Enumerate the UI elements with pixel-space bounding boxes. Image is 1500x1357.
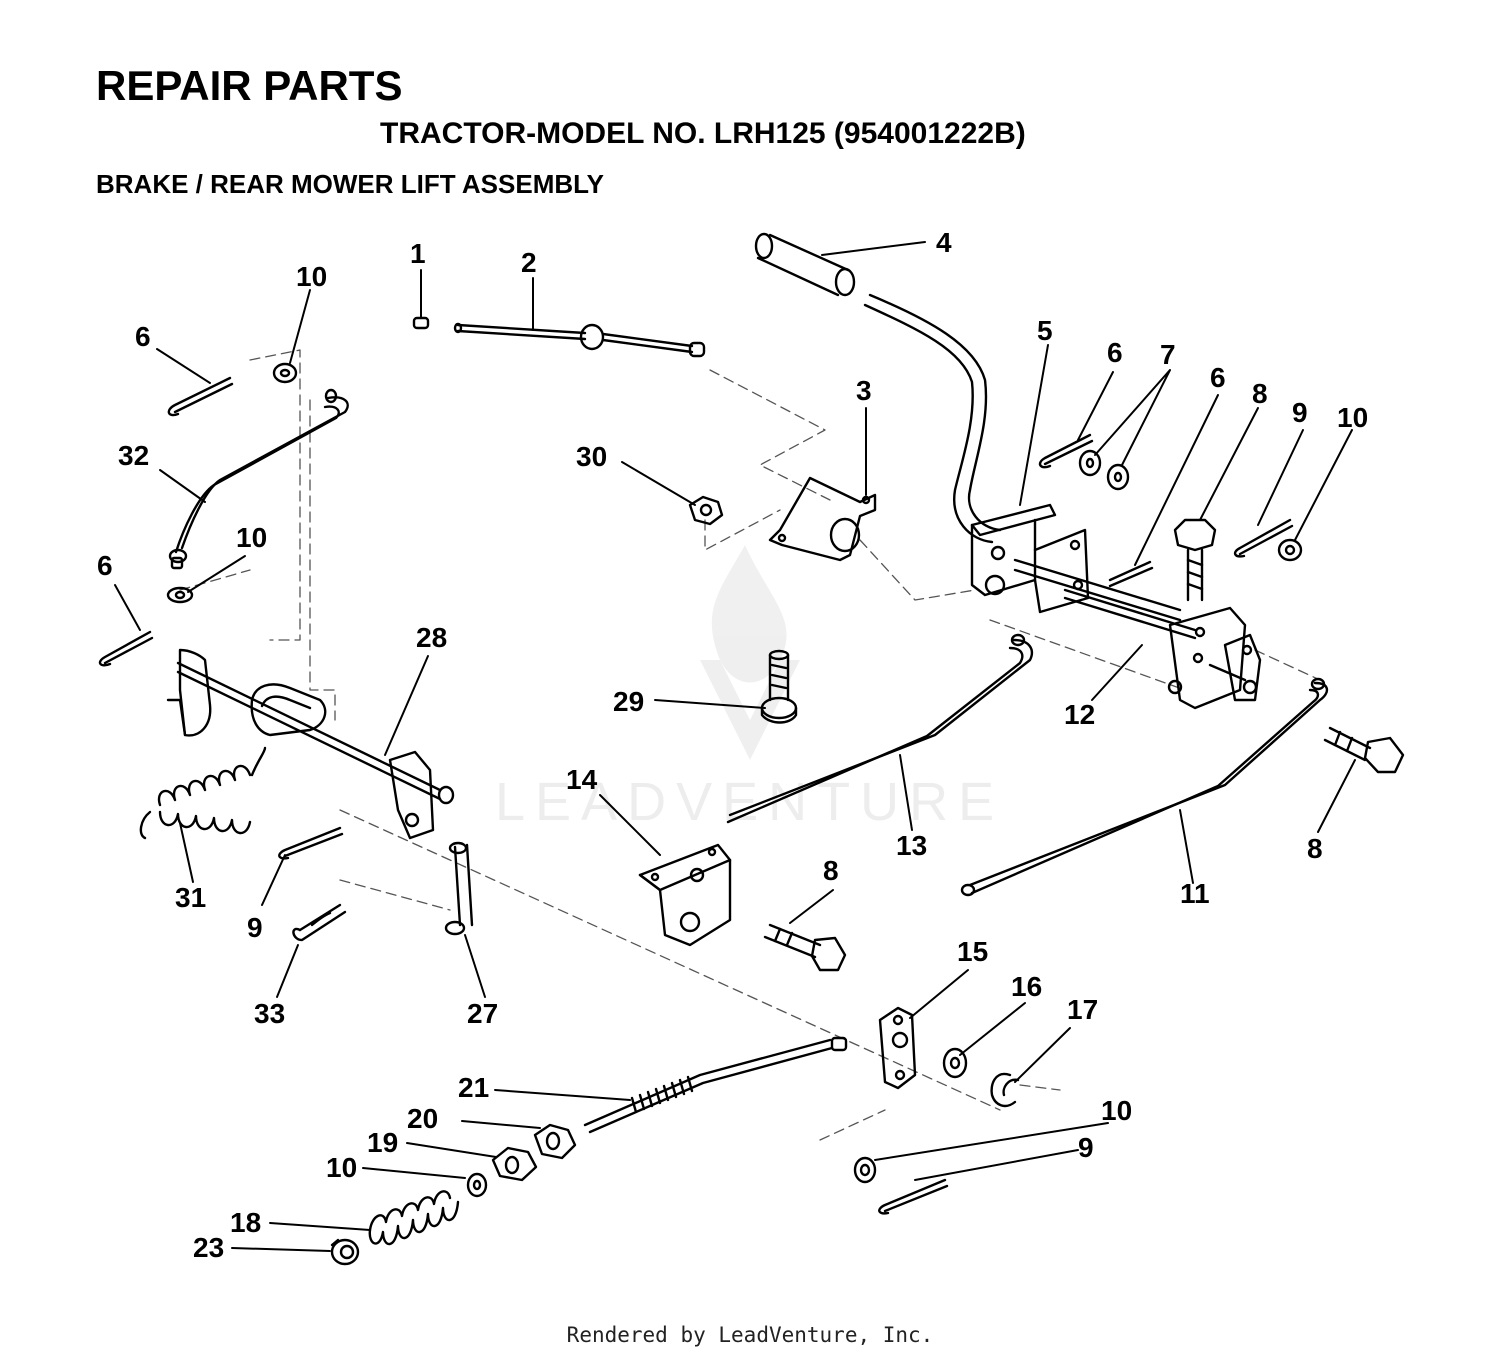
- callout-6: 6: [97, 550, 113, 581]
- part-23-bushing: [330, 1238, 360, 1266]
- part-18-spring: [368, 1190, 460, 1246]
- callout-9: 9: [1292, 397, 1308, 428]
- callout-31: 31: [175, 882, 206, 913]
- part-27-link: [444, 841, 474, 936]
- model-number: TRACTOR-MODEL NO. LRH125 (954001222B): [380, 117, 1026, 150]
- callout-9: 9: [1078, 1132, 1094, 1163]
- part-19-nut: [491, 1146, 538, 1182]
- callout-2: 2: [521, 247, 537, 278]
- part-32-rod: [168, 388, 349, 570]
- callout-19: 19: [367, 1127, 398, 1158]
- assembly-guide-lines: [179, 349, 1321, 1141]
- lift-handle: [863, 293, 1002, 544]
- part-31-spring: [139, 746, 267, 840]
- part-5-bracket-assembly: [970, 503, 1182, 622]
- callout-3: 3: [856, 375, 872, 406]
- callout-8: 8: [1252, 378, 1268, 409]
- callout-29: 29: [613, 686, 644, 717]
- callout-14: 14: [566, 764, 598, 795]
- callout-30: 30: [576, 441, 607, 472]
- callout-21: 21: [458, 1072, 489, 1103]
- part-28-lift-shaft: [166, 648, 455, 840]
- callout-13: 13: [896, 830, 927, 861]
- part-9-cotter-pins: [278, 518, 1294, 1215]
- callout-10: 10: [236, 522, 267, 553]
- callout-10: 10: [1337, 402, 1368, 433]
- part-21-threaded-rod: [583, 1036, 848, 1134]
- callout-12: 12: [1064, 699, 1095, 730]
- part-16-washer: [942, 1047, 968, 1079]
- callout-9: 9: [247, 912, 263, 943]
- callout-6: 6: [1107, 337, 1123, 368]
- callout-27: 27: [467, 998, 498, 1029]
- callout-8: 8: [823, 855, 839, 886]
- part-2-rod: [453, 322, 706, 358]
- callout-5: 5: [1037, 315, 1053, 346]
- callout-10: 10: [326, 1152, 357, 1183]
- callout-17: 17: [1067, 994, 1098, 1025]
- footer-credit: Rendered by LeadVenture, Inc.: [566, 1323, 934, 1347]
- callout-33: 33: [254, 998, 285, 1029]
- assembly-name: BRAKE / REAR MOWER LIFT ASSEMBLY: [96, 169, 604, 199]
- page-title: REPAIR PARTS: [96, 62, 403, 109]
- part-7-washers: [1078, 449, 1130, 491]
- callout-32: 32: [118, 440, 149, 471]
- part-10-washers: [166, 362, 1303, 1198]
- callout-20: 20: [407, 1103, 438, 1134]
- callout-4: 4: [936, 227, 952, 258]
- part-6-cotter-pins: [98, 376, 1154, 667]
- callout-labels: 1 2 4 10 6 5 6 7 3 6 8 9 10 32 30 10 6 2…: [97, 227, 1368, 1263]
- callout-leader-lines: [114, 241, 1356, 1252]
- part-4-grip: [754, 232, 856, 297]
- callout-10: 10: [1101, 1095, 1132, 1126]
- part-12-shaft-bracket: [1063, 588, 1262, 710]
- callout-23: 23: [193, 1232, 224, 1263]
- part-14-bracket: [638, 843, 732, 947]
- callout-6: 6: [1210, 362, 1226, 393]
- part-3-bracket: [768, 476, 877, 562]
- callout-7: 7: [1160, 339, 1176, 370]
- callout-16: 16: [1011, 971, 1042, 1002]
- part-30-nut: [688, 495, 724, 526]
- callout-1: 1: [410, 238, 426, 269]
- callout-6: 6: [135, 321, 151, 352]
- callout-15: 15: [957, 936, 988, 967]
- part-1-pin: [412, 316, 430, 330]
- part-20-nut: [533, 1123, 577, 1160]
- part-13-rod: [726, 633, 1034, 824]
- callout-11: 11: [1180, 878, 1210, 909]
- callout-10: 10: [296, 261, 327, 292]
- part-29-bolt: [760, 649, 798, 724]
- part-17-e-clip: [990, 1072, 1020, 1108]
- part-33-hairpin-clip: [292, 903, 347, 942]
- part-8-bolts: [763, 518, 1405, 972]
- part-11-rod: [960, 677, 1329, 897]
- callout-8: 8: [1307, 833, 1323, 864]
- callout-28: 28: [416, 622, 447, 653]
- callout-18: 18: [230, 1207, 261, 1238]
- part-15-plate: [878, 1006, 917, 1090]
